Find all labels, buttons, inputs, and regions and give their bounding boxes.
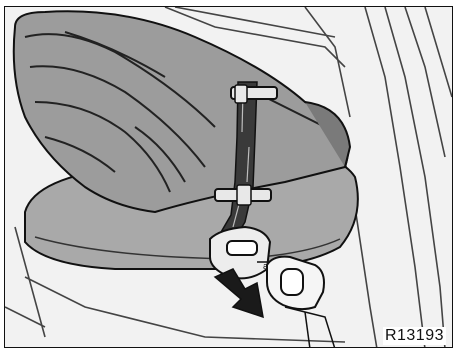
locking-clip-lower	[215, 185, 271, 205]
seat-illustration: a	[5, 7, 453, 348]
reference-code: R13193	[383, 327, 446, 345]
buckle-receiver	[267, 257, 324, 309]
seatbelt-buckle-icon: a	[210, 227, 273, 278]
figure-frame: a R13193	[4, 6, 453, 348]
